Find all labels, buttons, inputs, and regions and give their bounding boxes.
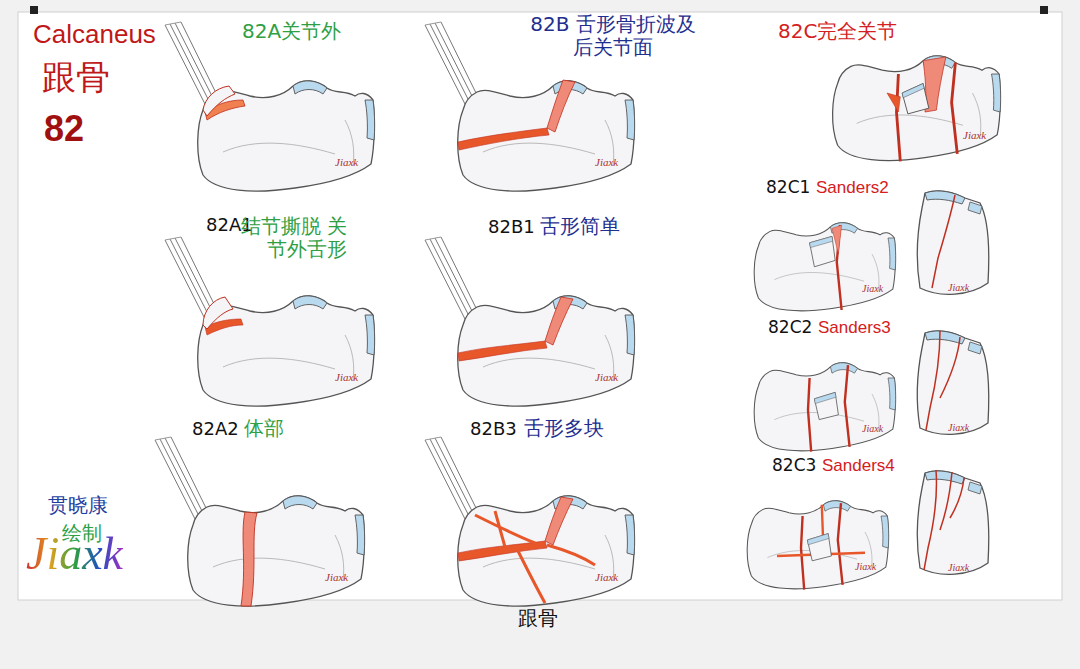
sanders-grade: Sanders3 [818,318,891,338]
watermark: Jiaxk [335,371,358,384]
section-number: 82 [44,108,84,149]
type-code: 82C3 [772,456,816,476]
type-name: 结节撕脱 关节外舌形 [232,215,347,261]
watermark: Jiaxk [595,156,618,169]
watermark: Jiaxk [335,156,358,169]
watermark: Jiaxk [595,571,618,584]
type-name: 舌形多块 [524,417,604,440]
type-name: 舌形简单 [540,215,620,238]
watermark: Jiaxk [948,282,969,294]
title: Calcaneus [33,20,156,50]
sanders-grade: Sanders2 [816,178,889,198]
group-heading: 82B 舌形骨折波及 后关节面 [527,13,699,59]
type-code: 82C1 [766,178,810,198]
caption: 跟骨 [518,607,558,630]
author-name: 贯晓康 [48,494,108,517]
group-heading: 82A关节外 [242,20,341,43]
sanders-grade: Sanders4 [822,456,895,476]
type-name: 体部 [244,417,284,440]
section-name: 跟骨 [42,58,110,97]
logo: Jiaxk [26,528,123,581]
type-code: 82C2 [768,318,812,338]
watermark: Jiaxk [963,129,986,142]
watermark: Jiaxk [862,423,883,435]
watermark: Jiaxk [595,371,618,384]
watermark: Jiaxk [948,562,969,574]
type-code: 82B3 [470,419,517,440]
watermark: Jiaxk [325,571,348,584]
type-code: 82B1 [488,217,535,238]
watermark: Jiaxk [855,561,876,573]
group-heading: 82C完全关节 [778,20,897,43]
watermark: Jiaxk [862,283,883,295]
type-code: 82A2 [192,419,239,440]
watermark: Jiaxk [948,422,969,434]
